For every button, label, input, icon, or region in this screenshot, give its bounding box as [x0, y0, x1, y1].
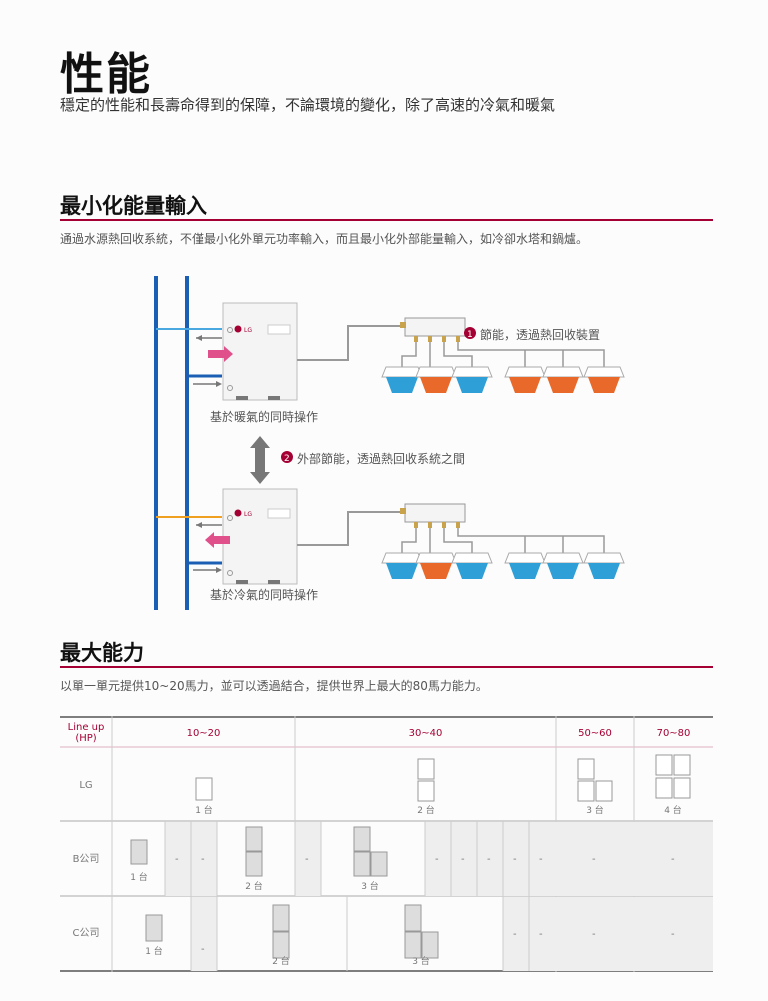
col-header-70-80: 70~80 — [656, 728, 691, 739]
lg-qty-3: 3 台 — [586, 806, 604, 816]
c-dash: - — [671, 929, 675, 940]
row-label-b: B公司 — [72, 854, 100, 865]
col-header-30-40: 30~40 — [408, 728, 443, 739]
lower-refrigerant-line — [297, 511, 405, 546]
lg-qty-2: 2 台 — [417, 806, 435, 816]
upper-indoor-units — [381, 366, 625, 393]
b-dash: - — [539, 854, 543, 865]
section-heading-minimize: 最小化能量輸入 — [60, 194, 207, 218]
c-dash: - — [201, 944, 205, 955]
section-divider-2 — [60, 666, 713, 668]
section-heading-capacity: 最大能力 — [60, 641, 144, 665]
upper-unit-brand: LG — [244, 327, 252, 334]
upper-hr-unit — [400, 317, 466, 342]
callout-1-badge — [464, 327, 476, 339]
callout-2-badge — [281, 451, 293, 463]
b-dash: - — [671, 854, 675, 865]
diagram-svg: LG 1 — [154, 276, 625, 610]
lg-qty-4: 4 台 — [664, 806, 682, 816]
c-qty-2: 2 台 — [272, 957, 290, 967]
b-dash: - — [175, 854, 179, 865]
exchange-double-arrow-icon — [250, 436, 270, 484]
capacity-table-grid — [60, 716, 713, 972]
c-qty-3: 3 台 — [412, 957, 430, 967]
row-label-lg: LG — [79, 780, 93, 791]
section-description-minimize: 通過水源熱回收系統，不僅最小化外單元功率輸入，而且最小化外部能量輸入，如冷卻水塔… — [60, 232, 589, 246]
b-dash: - — [487, 854, 491, 865]
page-subtitle: 穩定的性能和長壽命得到的保障，不論環境的變化，除了高速的冷氣和暖氣 — [60, 96, 556, 114]
lg-logo-icon-lower — [234, 509, 242, 517]
lower-unit-brand: LG — [244, 511, 252, 518]
lg-qty-1: 1 台 — [195, 806, 213, 816]
lower-outdoor-unit — [222, 488, 298, 585]
c-dash: - — [592, 929, 596, 940]
b-dash: - — [305, 854, 309, 865]
lower-pink-arrow-icon — [205, 532, 230, 548]
callout-2-text: 外部節能，透過熱回收系統之間 — [297, 452, 466, 466]
c-dash: - — [539, 929, 543, 940]
b-dash: - — [435, 854, 439, 865]
heat-recovery-diagram: LG 1 — [0, 250, 768, 620]
c-dash: - — [513, 929, 517, 940]
lg-logo-icon — [234, 325, 242, 333]
callout-1-text: 節能，透過熱回收裝置 — [480, 328, 601, 342]
b-dash: - — [592, 854, 596, 865]
b-qty-2: 2 台 — [245, 882, 263, 892]
upper-outdoor-unit — [222, 302, 298, 401]
section-description-capacity: 以單一單元提供10~20馬力，並可以透過結合，提供世界上最大的80馬力能力。 — [60, 679, 488, 693]
b-dash: - — [461, 854, 465, 865]
caption-heating: 基於暖氣的同時操作 — [210, 410, 319, 424]
b-dash: - — [513, 854, 517, 865]
b-dash: - — [201, 854, 205, 865]
svg-text:2: 2 — [284, 454, 290, 464]
b-qty-3: 3 台 — [361, 882, 379, 892]
col-header-50-60: 50~60 — [578, 728, 612, 739]
col-header-10-20: 10~20 — [186, 728, 221, 739]
b-qty-1: 1 台 — [130, 873, 148, 883]
row-label-c: C公司 — [72, 928, 100, 939]
svg-text:1: 1 — [467, 330, 473, 340]
lower-indoor-units — [381, 552, 625, 579]
upper-refrigerant-line — [297, 325, 405, 361]
lower-hr-unit — [400, 503, 466, 528]
caption-cooling: 基於冷氣的同時操作 — [210, 588, 319, 602]
capacity-table: Line up (HP) 10~20 30~40 50~60 70~80 LG … — [60, 716, 713, 972]
lineup-header: Line up (HP) — [67, 722, 105, 744]
c-qty-1: 1 台 — [145, 947, 163, 957]
section-divider — [60, 219, 713, 221]
page-title: 性能 — [60, 49, 152, 100]
upper-pink-arrow-icon — [208, 346, 233, 362]
